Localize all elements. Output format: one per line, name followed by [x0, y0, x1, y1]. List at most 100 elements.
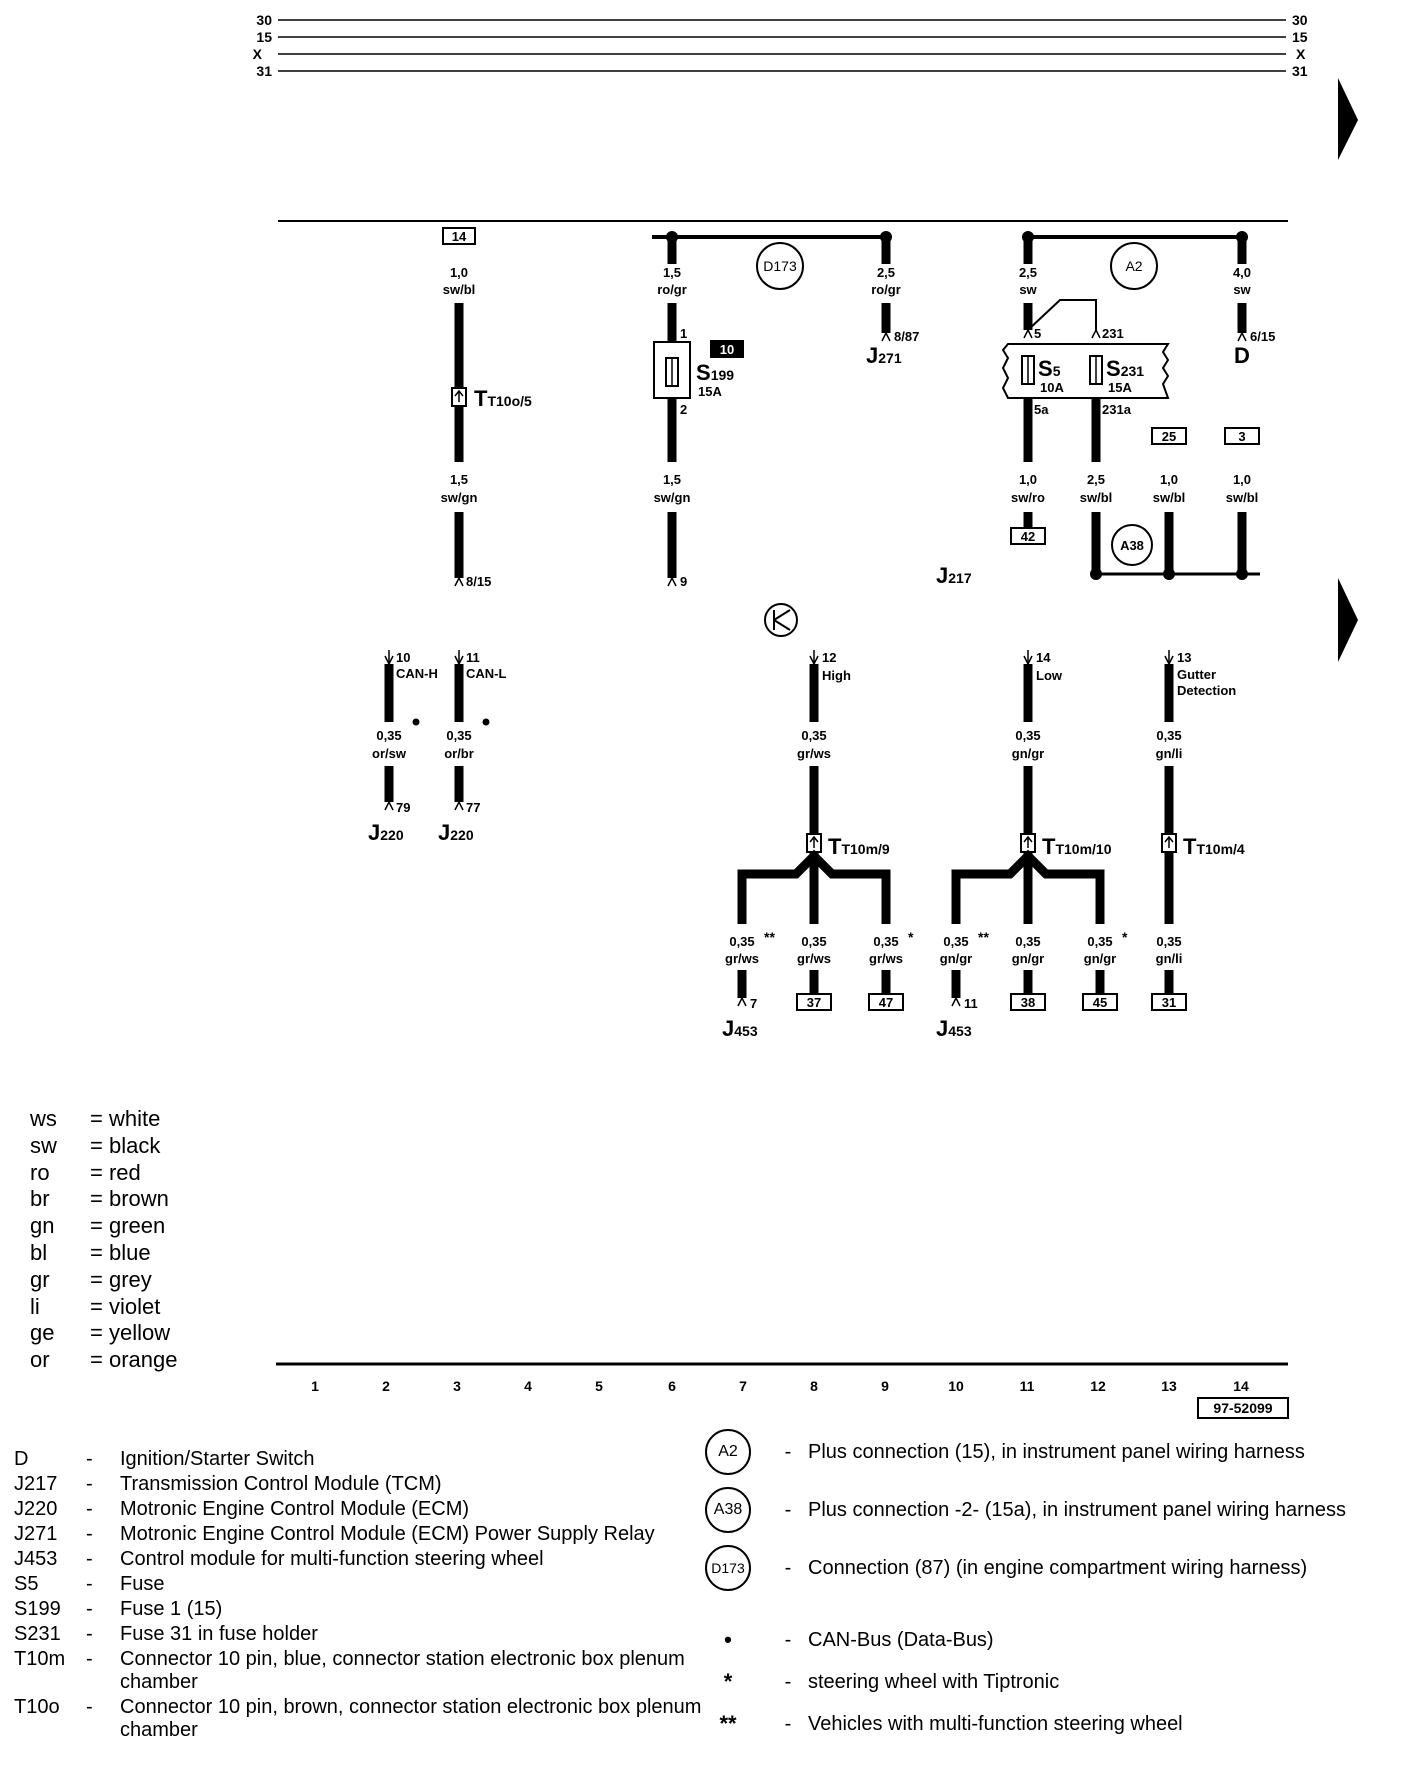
legend-row: ge= yellow [30, 1320, 171, 1346]
svg-text:0,35: 0,35 [1015, 934, 1040, 949]
bus-label-15-right: 15 [1292, 29, 1308, 45]
svg-text:J220: J220 [438, 820, 474, 845]
svg-text:7: 7 [750, 996, 757, 1011]
svg-text:High: High [822, 668, 851, 683]
fuse-holder-s5-s231: 5 231 S5 10A S231 15A 5a 1,0 sw/ro 42 23… [1001, 299, 1170, 572]
legend-row: ws= white [30, 1106, 161, 1131]
diagram-reference-box [1197, 1397, 1289, 1419]
svg-text:ro/gr: ro/gr [871, 282, 901, 297]
svg-text:0,35: 0,35 [1156, 934, 1181, 949]
svg-text:gr/ws: gr/ws [797, 746, 831, 761]
can-l-wire: 11 CAN-L 0,35 or/br 77 J220 [438, 650, 506, 845]
bus-label-30-right: 30 [1292, 12, 1308, 28]
svg-text:0,35: 0,35 [801, 728, 826, 743]
svg-text:0,35: 0,35 [376, 728, 401, 743]
connection-a2-group: A2 2,5 sw 4,0 sw 6/15 D [1019, 231, 1275, 368]
bus-label-15: 15 [256, 29, 272, 45]
svg-text:11: 11 [1020, 1378, 1035, 1394]
svg-text:sw: sw [1233, 282, 1251, 297]
svg-text:sw/bl: sw/bl [1226, 490, 1259, 505]
connection-a2-symbol [1110, 242, 1158, 290]
wire-color-legend: ws= white sw= black ro= red br= brown gn… [30, 1106, 177, 1374]
component-row: J217-Transmission Control Module (TCM) [14, 1473, 442, 1495]
svg-text:1,0: 1,0 [450, 265, 468, 280]
svg-text:**: ** [978, 929, 989, 945]
svg-text:11: 11 [466, 650, 480, 665]
electronic-module-icon [764, 603, 798, 637]
svg-text:TT10m/10: TT10m/10 [1042, 834, 1112, 859]
svg-text:gr/ws: gr/ws [797, 951, 831, 966]
svg-text:13: 13 [1161, 1378, 1177, 1394]
svg-text:gn/li: gn/li [1156, 951, 1183, 966]
legend-row: ro= red [30, 1159, 141, 1185]
can-h-wire: 10 CAN-H 0,35 or/sw 79 J220 [368, 650, 438, 845]
svg-text:or/sw: or/sw [372, 746, 407, 761]
svg-text:15A: 15A [1108, 380, 1132, 395]
diagram-reference-number: 97-52099 [1213, 1400, 1272, 1416]
svg-text:D173: D173 [763, 258, 797, 274]
legend-row: bl= blue [30, 1239, 151, 1265]
bus-labels-left: 30 15 X 31 [253, 12, 273, 79]
relay-j271-label: J271 [866, 343, 902, 368]
bus-label-30: 30 [256, 12, 272, 28]
svg-text:37: 37 [807, 995, 821, 1010]
svg-text:8/87: 8/87 [894, 329, 919, 344]
svg-text:sw/gn: sw/gn [441, 490, 478, 505]
connection-row-d173: D173 - Connection (87) (in engine compar… [700, 1544, 1307, 1592]
svg-text:gn/gr: gn/gr [940, 951, 973, 966]
svg-text:13: 13 [1177, 650, 1191, 665]
svg-text:TT10o/5: TT10o/5 [474, 386, 532, 411]
svg-text:TT10m/9: TT10m/9 [828, 834, 890, 859]
svg-text:38: 38 [1021, 995, 1035, 1010]
svg-text:5: 5 [1034, 326, 1041, 341]
terminals-25-3: 25 3 1,0 sw/bl 1,0 sw/bl A38 [1090, 427, 1260, 580]
wire-terminal-14: 14 1,0 sw/bl TT10o/5 1,5 sw/gn 8/15 [441, 227, 532, 589]
svg-text:ro/gr: ro/gr [657, 282, 687, 297]
svg-text:sw/gn: sw/gn [654, 490, 691, 505]
svg-text:J453: J453 [936, 1016, 972, 1041]
svg-text:TT10m/4: TT10m/4 [1183, 834, 1245, 859]
power-bus [278, 19, 1286, 72]
bus-label-31: 31 [256, 63, 272, 79]
fuse-s231-label: S231 [1106, 356, 1144, 381]
svg-text:231: 231 [1102, 326, 1124, 341]
component-row: S199-Fuse 1 (15) [14, 1598, 223, 1620]
svg-text:79: 79 [396, 800, 410, 815]
connection-d173-icon: D173 [705, 1545, 751, 1591]
svg-text:10: 10 [720, 342, 734, 357]
svg-text:47: 47 [879, 995, 893, 1010]
legend-row: gn= green [30, 1213, 166, 1239]
svg-text:**: ** [764, 929, 775, 945]
component-row: J271-Motronic Engine Control Module (ECM… [14, 1523, 655, 1545]
double-asterisk-icon: ** [719, 1711, 737, 1736]
svg-text:10A: 10A [1040, 380, 1064, 395]
tcm-j217-label: J217 [936, 563, 972, 588]
component-row: S231-Fuse 31 in fuse holder [14, 1623, 318, 1645]
svg-text:0,35: 0,35 [729, 934, 754, 949]
svg-text:gn/li: gn/li [1156, 746, 1183, 761]
svg-text:gn/gr: gn/gr [1012, 951, 1045, 966]
svg-text:9: 9 [881, 1378, 889, 1394]
svg-text:gr/ws: gr/ws [869, 951, 903, 966]
svg-text:sw/bl: sw/bl [1080, 490, 1113, 505]
svg-text:*: * [908, 929, 914, 945]
svg-text:J453: J453 [722, 1016, 758, 1041]
svg-text:0,35: 0,35 [943, 934, 968, 949]
continuation-arrow-icon [1338, 578, 1358, 662]
svg-text:Low: Low [1036, 668, 1063, 683]
legend-row: li= violet [30, 1293, 161, 1319]
svg-text:231a: 231a [1102, 402, 1132, 417]
svg-text:9: 9 [680, 574, 687, 589]
svg-text:25: 25 [1162, 429, 1176, 444]
svg-text:A2: A2 [1125, 258, 1142, 274]
svg-text:*: * [1122, 929, 1128, 945]
asterisk-icon: * [723, 1669, 733, 1694]
svg-text:6: 6 [668, 1378, 676, 1394]
connection-a38-symbol [1111, 524, 1153, 566]
continuation-arrow-icon [1338, 78, 1358, 160]
svg-text:77: 77 [466, 800, 480, 815]
svg-text:14: 14 [452, 229, 467, 244]
bus-label-x-right: X [1296, 46, 1306, 62]
svg-text:1,5: 1,5 [663, 265, 681, 280]
svg-text:4: 4 [524, 1378, 532, 1394]
